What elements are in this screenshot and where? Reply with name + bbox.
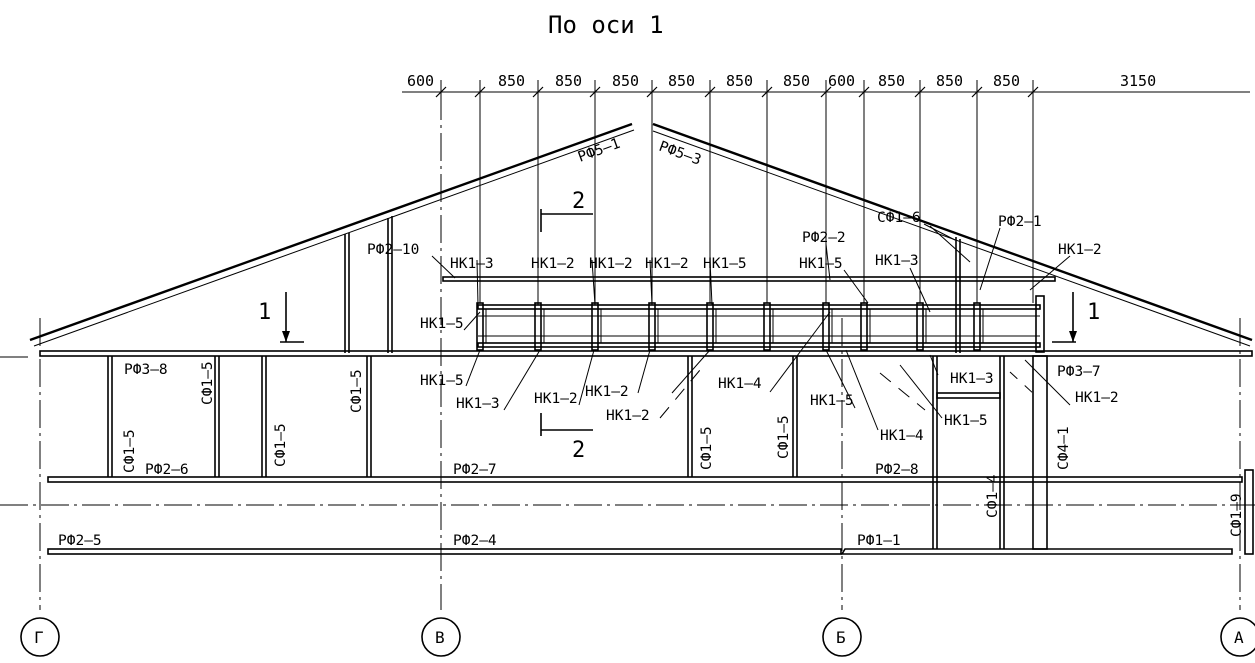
label-nk1-5-left: НК1–5	[420, 316, 464, 332]
label-sf1-5-c: СФ1–5	[273, 423, 289, 467]
dimension-value: 850	[555, 72, 582, 90]
panel-post	[763, 302, 771, 351]
dimension-value: 850	[498, 72, 525, 90]
panel-post	[860, 302, 868, 351]
label-sf1-5-b: СФ1–5	[200, 361, 216, 405]
label-sf1-5-d: СФ1–5	[349, 369, 365, 413]
label-sf1-6: СФ1–6	[877, 210, 921, 226]
panel-post	[916, 302, 924, 351]
dimension-value: 850	[668, 72, 695, 90]
label-nk1-2-right: НК1–2	[1058, 242, 1102, 258]
label-nk1-2-top-b: НК1–2	[589, 256, 633, 272]
beam-top	[39, 350, 1253, 357]
label-rf5-1: РФ5–1	[576, 136, 622, 166]
label-rf2-4: РФ2–4	[453, 533, 497, 549]
label-nk1-4-b: НК1–4	[880, 428, 924, 444]
label-nk1-2-d: НК1–2	[1075, 390, 1119, 406]
roof-rafter-left	[29, 122, 635, 347]
leader-lines	[431, 223, 1071, 431]
dimension-value: 850	[783, 72, 810, 90]
label-nk1-3-right: НК1–3	[875, 253, 919, 269]
label-rf2-6: РФ2–6	[145, 462, 189, 478]
label-nk1-5-b: НК1–5	[810, 393, 854, 409]
label-rf2-8: РФ2–8	[875, 462, 919, 478]
drawing-title: По оси 1	[548, 11, 664, 39]
section-mark-2-top: 2	[540, 189, 593, 232]
label-rf2-7: РФ2–7	[453, 462, 497, 478]
axis-bubble-v: В	[421, 617, 461, 657]
svg-text:1: 1	[258, 300, 271, 325]
svg-text:В: В	[435, 628, 445, 647]
svg-text:А: А	[1234, 628, 1244, 647]
label-nk1-3-c: НК1–3	[950, 371, 994, 387]
section-mark-1-left: 1	[258, 292, 304, 343]
label-sf1-5-e: СФ1–5	[699, 426, 715, 470]
label-nk1-5-low: НК1–5	[420, 373, 464, 389]
label-sf1-5-f: СФ1–5	[776, 415, 792, 459]
label-nk1-5-mid: НК1–5	[799, 256, 843, 272]
label-rf2-5: РФ2–5	[58, 533, 102, 549]
label-rf1-1: РФ1–1	[857, 533, 901, 549]
axis-bubble-b: Б	[822, 617, 862, 657]
label-nk1-3-low: НК1–3	[456, 396, 500, 412]
label-nk1-3-top: НК1–3	[450, 256, 494, 272]
dimension-value: 850	[936, 72, 963, 90]
label-nk1-2-low-a: НК1–2	[534, 391, 578, 407]
section-mark-1-right: 1	[1052, 292, 1100, 343]
label-nk1-5-c: НК1–5	[944, 413, 988, 429]
dimension-chain: 600 850 850 850 850 850 850 600 850 850 850 3150	[402, 72, 1250, 303]
diagonal-braces	[659, 369, 1036, 419]
label-nk1-4-a: НК1–4	[718, 376, 762, 392]
beam-middle	[47, 476, 1243, 483]
svg-text:2: 2	[572, 438, 585, 463]
truss-panel-row	[476, 295, 1045, 353]
beam-bottom	[47, 548, 1233, 555]
label-nk1-2-low-b: НК1–2	[585, 384, 629, 400]
svg-text:Г: Г	[34, 628, 44, 647]
dimension-value: 600	[407, 72, 434, 90]
dimension-value: 600	[828, 72, 855, 90]
axis-lines	[0, 92, 1255, 610]
roof-posts	[344, 216, 961, 353]
label-rf2-10: РФ2–10	[367, 242, 419, 258]
svg-text:2: 2	[572, 189, 585, 214]
dimension-value: 850	[726, 72, 753, 90]
dimension-value: 3150	[1120, 72, 1156, 90]
roof-rafter-right	[652, 122, 1253, 347]
dimension-value: 850	[878, 72, 905, 90]
label-rf3-8: РФ3–8	[124, 362, 168, 378]
vertical-studs	[107, 355, 1254, 555]
dimension-value: 850	[612, 72, 639, 90]
label-sf4-1: СФ4–1	[1056, 426, 1072, 470]
dimension-value: 850	[993, 72, 1020, 90]
beam-upper-platform	[442, 276, 1056, 282]
section-mark-2-bottom: 2	[540, 413, 593, 463]
label-rf2-2: РФ2–2	[802, 230, 846, 246]
label-nk1-2-low-c: НК1–2	[606, 408, 650, 424]
label-sf1-9: СФ1–9	[1229, 493, 1245, 537]
label-nk1-2-top-a: НК1–2	[531, 256, 575, 272]
label-rf5-3: РФ5–3	[657, 139, 703, 169]
component-labels: РФ5–1 РФ5–3 СФ1–6 РФ2–1 РФ2–10 РФ2–2 НК1…	[58, 136, 1245, 549]
svg-text:Б: Б	[836, 628, 846, 647]
label-nk1-5-top: НК1–5	[703, 256, 747, 272]
label-sf1-4: СФ1–4	[985, 474, 1001, 518]
svg-text:1: 1	[1087, 300, 1100, 325]
axis-bubble-a: А	[1220, 617, 1255, 657]
axis-bubble-g: Г	[20, 617, 60, 657]
label-rf3-7: РФ3–7	[1057, 364, 1101, 380]
label-sf1-5-a: СФ1–5	[122, 429, 138, 473]
panel-post	[973, 302, 981, 351]
label-rf2-1: РФ2–1	[998, 214, 1042, 230]
label-nk1-2-top-c: НК1–2	[645, 256, 689, 272]
